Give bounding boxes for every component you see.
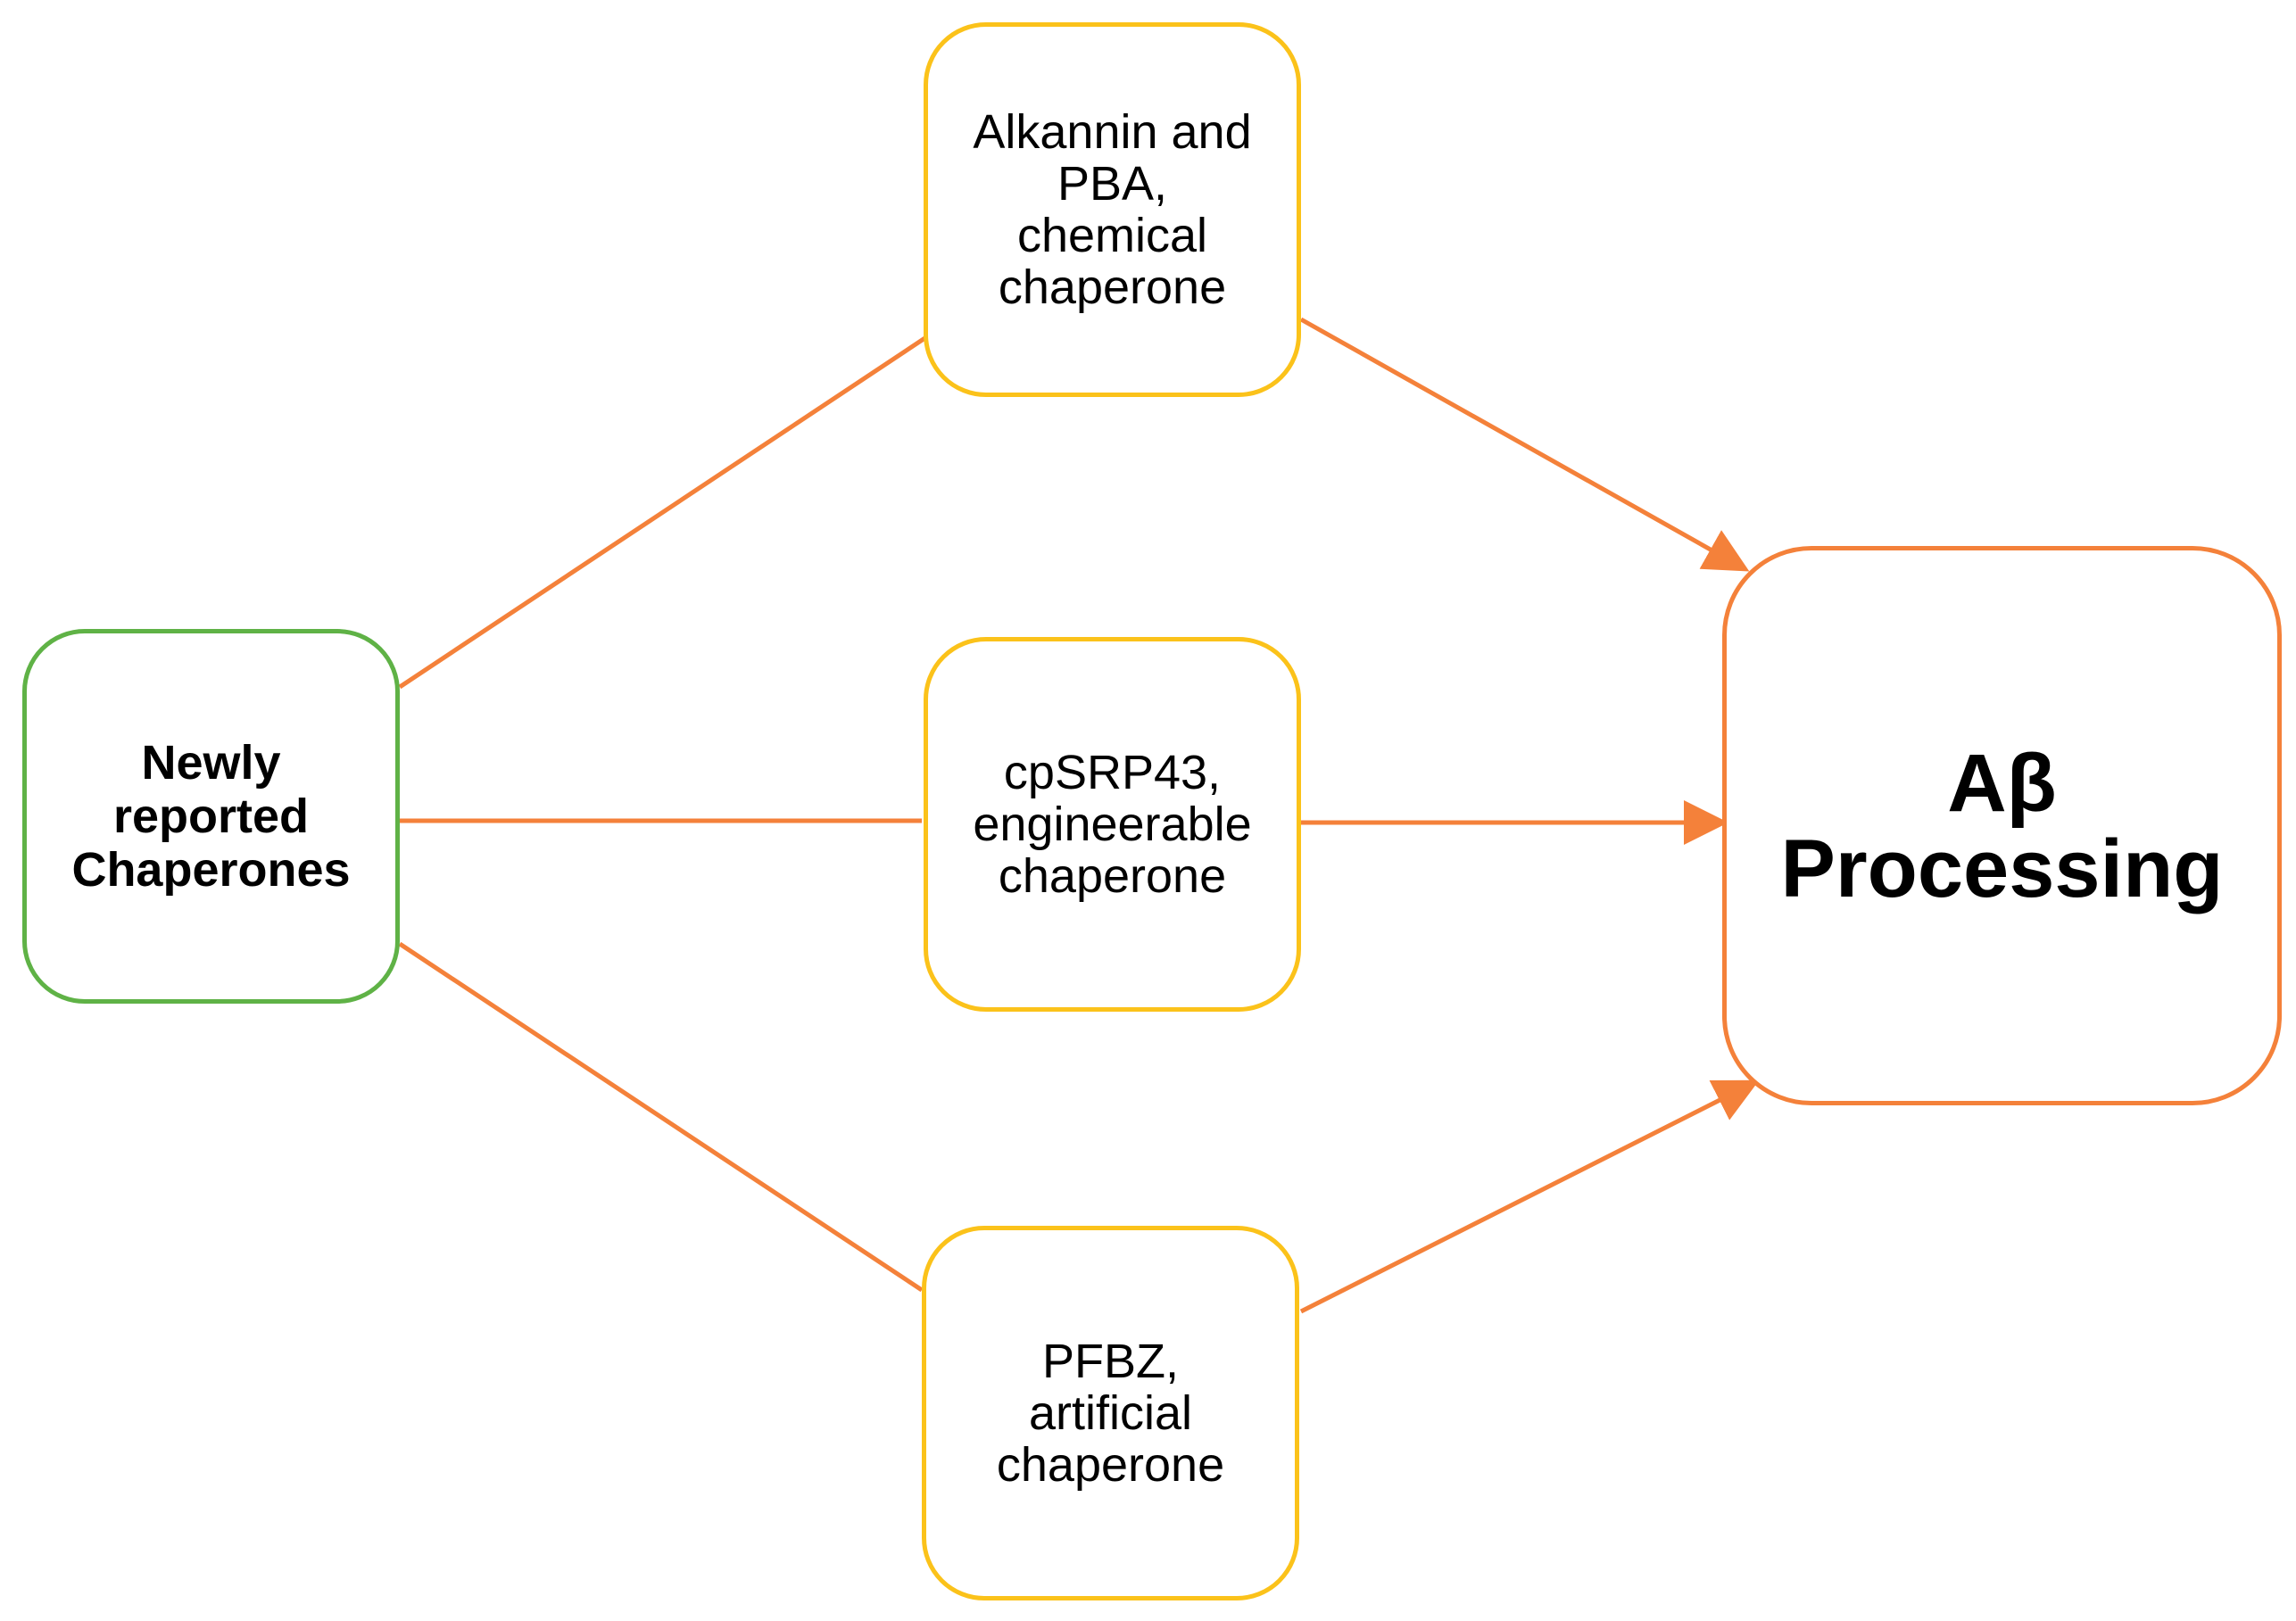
node-label: Alkannin and PBA, chemical chaperone xyxy=(973,105,1252,314)
node-label: Newly reported Chaperones xyxy=(71,736,351,897)
node-alkannin-pba: Alkannin and PBA, chemical chaperone xyxy=(924,22,1301,397)
edge-source-to-alkannin xyxy=(398,335,928,690)
node-label: PFBZ, artificial chaperone xyxy=(996,1335,1225,1492)
node-abeta-processing: Aβ Processing xyxy=(1722,546,2282,1105)
edge-pfbz-to-target xyxy=(1299,1079,1760,1314)
node-newly-reported-chaperones: Newly reported Chaperones xyxy=(22,629,400,1004)
edge-alkannin-to-target xyxy=(1299,317,1750,572)
node-label: Aβ Processing xyxy=(1780,737,2224,914)
node-pfbz: PFBZ, artificial chaperone xyxy=(922,1226,1299,1600)
node-label: cpSRP43, engineerable chaperone xyxy=(973,746,1252,903)
edge-source-to-pfbz xyxy=(398,941,924,1293)
node-cpsrp43: cpSRP43, engineerable chaperone xyxy=(924,637,1301,1012)
